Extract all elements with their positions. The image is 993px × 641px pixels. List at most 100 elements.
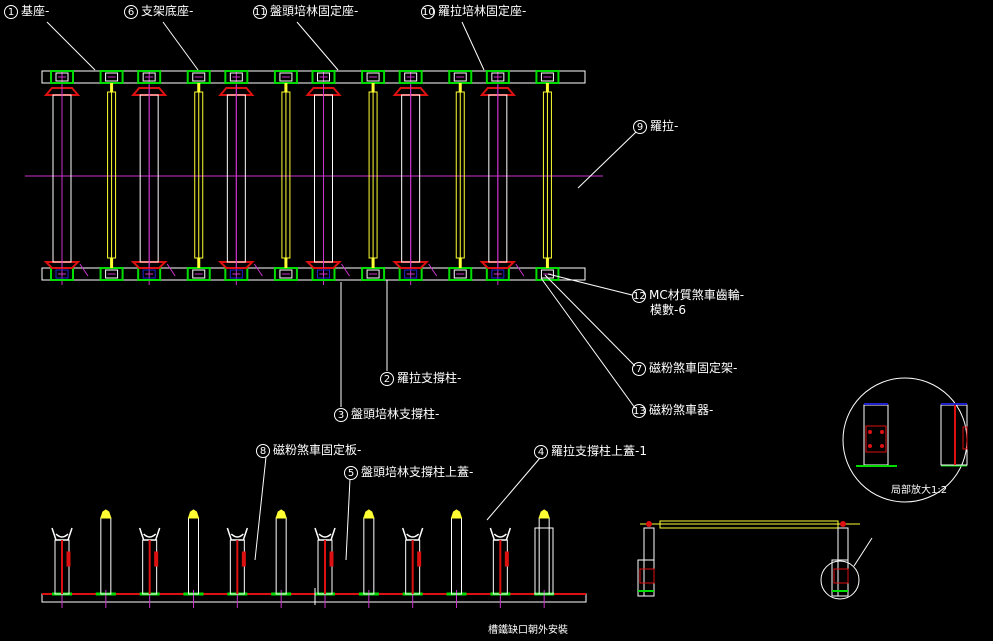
detail-side-bracket: [962, 426, 968, 450]
callout-text: 磁粉煞車固定架-: [649, 361, 738, 375]
side-brake-plate-right: [833, 568, 849, 584]
callout-number: 9: [633, 119, 647, 134]
detail-leader: [853, 537, 873, 567]
brake-marker: [79, 263, 89, 277]
bearing-insert: [279, 72, 293, 82]
brake-housing: [534, 527, 554, 595]
bearing-insert: [192, 72, 206, 82]
brake-marker: [166, 263, 176, 277]
roller-post-cap: [538, 509, 550, 519]
drum-bearing-block: [224, 70, 249, 84]
callout-number: 2: [380, 371, 394, 386]
leader-6: [162, 21, 199, 71]
drum-saddle: [51, 527, 73, 541]
leader-8: [254, 456, 267, 561]
roller-post-cap: [187, 509, 200, 519]
drum-saddle: [138, 527, 161, 541]
callout-text: 羅拉支撐柱上蓋-1: [551, 444, 647, 458]
callout-text: MC材質煞車齒輪-: [649, 288, 745, 302]
callout-text: 支架底座-: [141, 4, 194, 18]
bearing-insert: [404, 269, 418, 279]
leader-11: [296, 21, 339, 71]
bearing-insert: [540, 72, 554, 82]
callout-text: 盤頭培林支撐柱上蓋-: [361, 465, 474, 479]
bearing-insert: [105, 269, 119, 279]
bearing-insert: [142, 269, 156, 279]
brake-fixing-plate: [329, 551, 334, 567]
detail-bolt: [868, 444, 872, 448]
bearing-insert: [491, 269, 505, 279]
bearing-insert: [366, 269, 380, 279]
side-brake-plate-left: [639, 568, 655, 584]
callout-number: 3: [334, 407, 348, 422]
bearing-insert: [192, 269, 206, 279]
callout-text: 羅拉培林固定座-: [438, 4, 527, 18]
leader-4: [486, 457, 541, 521]
bearing-insert: [229, 269, 243, 279]
detail-bolt: [880, 430, 884, 434]
callout-text: 盤頭培林支撐柱-: [351, 407, 440, 421]
callout-number: 13: [632, 403, 646, 418]
callout-text: 磁粉煞車器-: [649, 403, 714, 417]
callout-number: 7: [632, 361, 646, 376]
bearing-insert: [404, 72, 418, 82]
leader-9: [577, 131, 637, 189]
callout-number: 6: [124, 4, 138, 19]
roller-post-cap: [100, 509, 112, 519]
leader-5: [345, 478, 351, 561]
bearing-insert: [317, 269, 330, 279]
callout-text: 盤頭培林固定座-: [270, 4, 359, 18]
callout-number: 12: [632, 288, 646, 303]
roller-post-cap: [363, 509, 375, 519]
detail-brake-plate: [865, 425, 887, 453]
brake-marker: [253, 263, 263, 277]
leader-10: [461, 21, 485, 71]
brake-fixing-plate: [154, 551, 159, 567]
detail-bolt: [880, 444, 884, 448]
callout-text: 羅拉-: [650, 119, 679, 133]
leader-1: [46, 21, 96, 71]
side-bearing-left: [646, 521, 652, 527]
roller-post-cap: [450, 509, 463, 519]
detail-scale-label: 局部放大1:2: [891, 485, 948, 496]
brake-fixing-plate: [241, 551, 246, 567]
side-post-left: [643, 527, 655, 597]
bearing-insert: [142, 72, 156, 82]
brake-fixing-plate: [417, 551, 422, 567]
drum-bearing-block: [311, 70, 336, 84]
bearing-insert: [366, 72, 380, 82]
side-bearing-right: [840, 521, 846, 527]
brake-marker: [341, 263, 350, 277]
bearing-insert: [55, 72, 69, 82]
detail-front-view: [863, 404, 889, 466]
callout-text-line2: 模數-6: [650, 302, 686, 317]
installation-note: 槽鐵缺口朝外安裝: [488, 625, 568, 636]
drum-saddle: [401, 527, 424, 541]
leader-7: [544, 274, 636, 367]
bearing-insert: [453, 72, 467, 82]
bearing-insert: [229, 72, 243, 82]
roller-post-cap: [275, 509, 287, 519]
callout-number: 10: [421, 4, 435, 19]
brake-fixing-plate: [66, 551, 71, 567]
callout-text: 磁粉煞車固定板-: [273, 443, 362, 457]
callout-text: 基座-: [21, 4, 50, 18]
drum-saddle: [226, 527, 249, 541]
detail-bolt: [868, 430, 872, 434]
bearing-insert: [317, 72, 330, 82]
callout-number: 4: [534, 444, 548, 459]
roller-support-post: [275, 517, 287, 595]
roller-support-post: [100, 517, 112, 595]
drum-bearing-block: [398, 70, 423, 84]
roller-support-post: [363, 517, 375, 595]
bearing-insert: [105, 72, 119, 82]
